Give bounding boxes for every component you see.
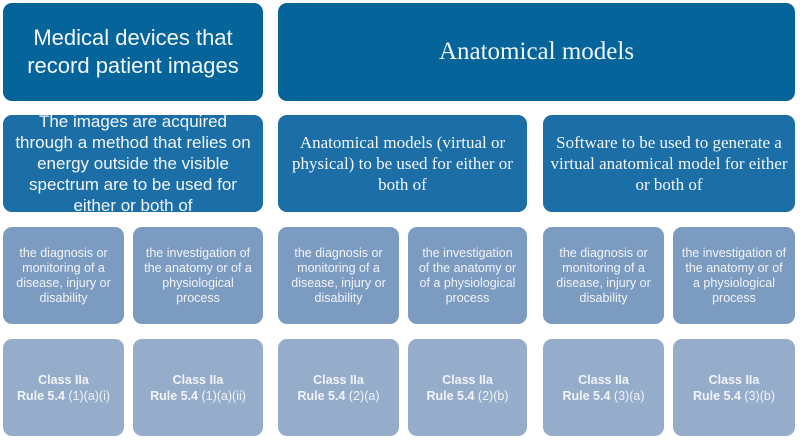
rule-ref: (3)(a) xyxy=(613,388,645,403)
purpose-text: the investigation of the anatomy or of a… xyxy=(144,245,252,305)
category-text: The images are acquired through a method… xyxy=(15,112,251,215)
header-text: Anatomical models xyxy=(438,38,635,65)
class-label: Class IIa xyxy=(442,372,493,387)
header-anatomical-models: Anatomical models xyxy=(278,3,795,101)
purpose-text: the diagnosis or monitoring of a disease… xyxy=(16,245,111,305)
purpose-text: the investigation of the anatomy or of a… xyxy=(681,245,787,305)
purpose-text: the diagnosis or monitoring of a disease… xyxy=(556,245,651,305)
purpose-investigation: the investigation of the anatomy or of a… xyxy=(133,227,263,324)
purpose-diagnosis: the diagnosis or monitoring of a disease… xyxy=(278,227,399,324)
rule-ref: (1)(a)(ii) xyxy=(201,388,246,403)
rule-label: Rule 5.4 xyxy=(426,388,475,403)
category-energy-images: The images are acquired through a method… xyxy=(3,112,263,215)
class-label: Class IIa xyxy=(313,372,364,387)
rule-label: Rule 5.4 xyxy=(562,388,611,403)
rule-ref: (2)(a) xyxy=(348,388,380,403)
rule-label: Rule 5.4 xyxy=(150,388,198,403)
purpose-text: the diagnosis or monitoring of a disease… xyxy=(291,245,386,305)
rule-label: Rule 5.4 xyxy=(297,388,346,403)
purpose-diagnosis: the diagnosis or monitoring of a disease… xyxy=(3,227,124,324)
purpose-diagnosis: the diagnosis or monitoring of a disease… xyxy=(543,227,664,324)
rule-label: Rule 5.4 xyxy=(16,388,65,403)
rule-ref: (1)(a)(i) xyxy=(68,388,111,403)
class-label: Class IIa xyxy=(172,372,224,387)
category-text: Software to be used to generate a virtua… xyxy=(550,133,788,194)
header-text: Medical devices that record patient imag… xyxy=(27,25,239,78)
class-label: Class IIa xyxy=(708,372,760,387)
class-label: Class IIa xyxy=(38,372,89,387)
category-anatomical-models: Anatomical models (virtual or physical) … xyxy=(278,115,527,212)
rule-ref: (2)(b) xyxy=(477,388,509,403)
purpose-text: the investigation of the anatomy or of a… xyxy=(418,245,517,305)
purpose-investigation: the investigation of the anatomy or of a… xyxy=(408,227,527,324)
header-medical-devices-imaging: Medical devices that record patient imag… xyxy=(3,3,263,101)
category-text: Anatomical models (virtual or physical) … xyxy=(292,133,513,194)
rule-ref: (3)(b) xyxy=(744,388,775,403)
class-label: Class IIa xyxy=(578,372,629,387)
purpose-investigation: the investigation of the anatomy or of a… xyxy=(673,227,795,324)
category-software-virtual-model: Software to be used to generate a virtua… xyxy=(543,115,795,212)
rule-label: Rule 5.4 xyxy=(693,388,741,403)
